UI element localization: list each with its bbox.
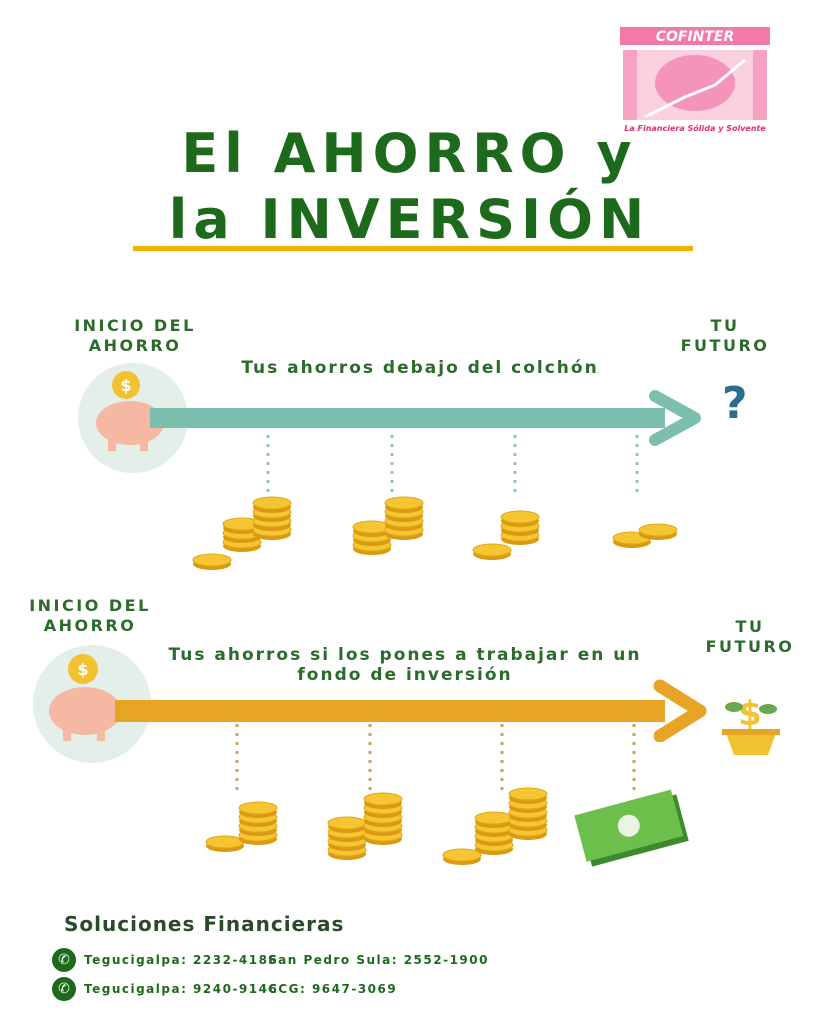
footer-heading: Soluciones Financieras [64,912,345,936]
row1-caption: Tus ahorros debajo del colchón [241,358,599,378]
piggy-bank-icon: $ [78,363,188,473]
contact-1-b: San Pedro Sula: 2552-1900 [268,953,489,967]
coin [327,816,367,830]
contact-1-a: Tegucigalpa: 2232-4186 [84,953,279,967]
coin [638,523,678,537]
cofinter-logo: COFINTER La Financiera Sólida y Solvente [615,25,775,135]
title-underline [133,246,693,251]
row2-end-label: TU FUTURO [705,617,795,656]
coin [442,848,482,862]
money-plant-icon: $ [722,694,780,755]
contact-2-a: Tegucigalpa: 9240-9146 [84,982,279,996]
piggy-bank-icon: $ [33,645,151,763]
cash-bills-icon [574,789,689,867]
row1-arrow [150,390,701,446]
row1-coins [192,435,678,570]
svg-text:$: $ [77,660,88,679]
svg-text:La Financiera Sólida y Solvent: La Financiera Sólida y Solvente [624,123,766,133]
coin [252,496,292,510]
coin [205,835,245,849]
title-line-1: El AHORRO y [181,122,638,185]
coin [192,553,232,567]
coin [363,792,403,806]
title-line-2: la INVERSIÓN [168,188,651,251]
row1-start-label: INICIO DEL AHORRO [74,316,196,355]
row2-coins [205,715,636,865]
coin [474,811,514,825]
svg-text:$: $ [738,694,762,734]
row2-caption-line-2: fondo de inversión [297,665,513,685]
question-mark-icon: ? [722,378,748,429]
svg-text:COFINTER: COFINTER [656,29,735,45]
phone-icon: ✆ [52,948,76,972]
row1-end-label: TU FUTURO [680,316,770,355]
contact-2-b: CCG: 9647-3069 [268,982,398,996]
row2-caption-line-1: Tus ahorros si los pones a trabajar en u… [168,645,642,665]
row2-arrow [115,679,707,742]
coin [508,787,548,801]
coin [472,543,512,557]
row2-start-label: INICIO DEL AHORRO [29,596,151,635]
svg-text:$: $ [120,376,131,395]
coin [500,510,540,524]
whatsapp-icon: ✆ [52,977,76,1001]
coin [238,801,278,815]
coin [384,496,424,510]
